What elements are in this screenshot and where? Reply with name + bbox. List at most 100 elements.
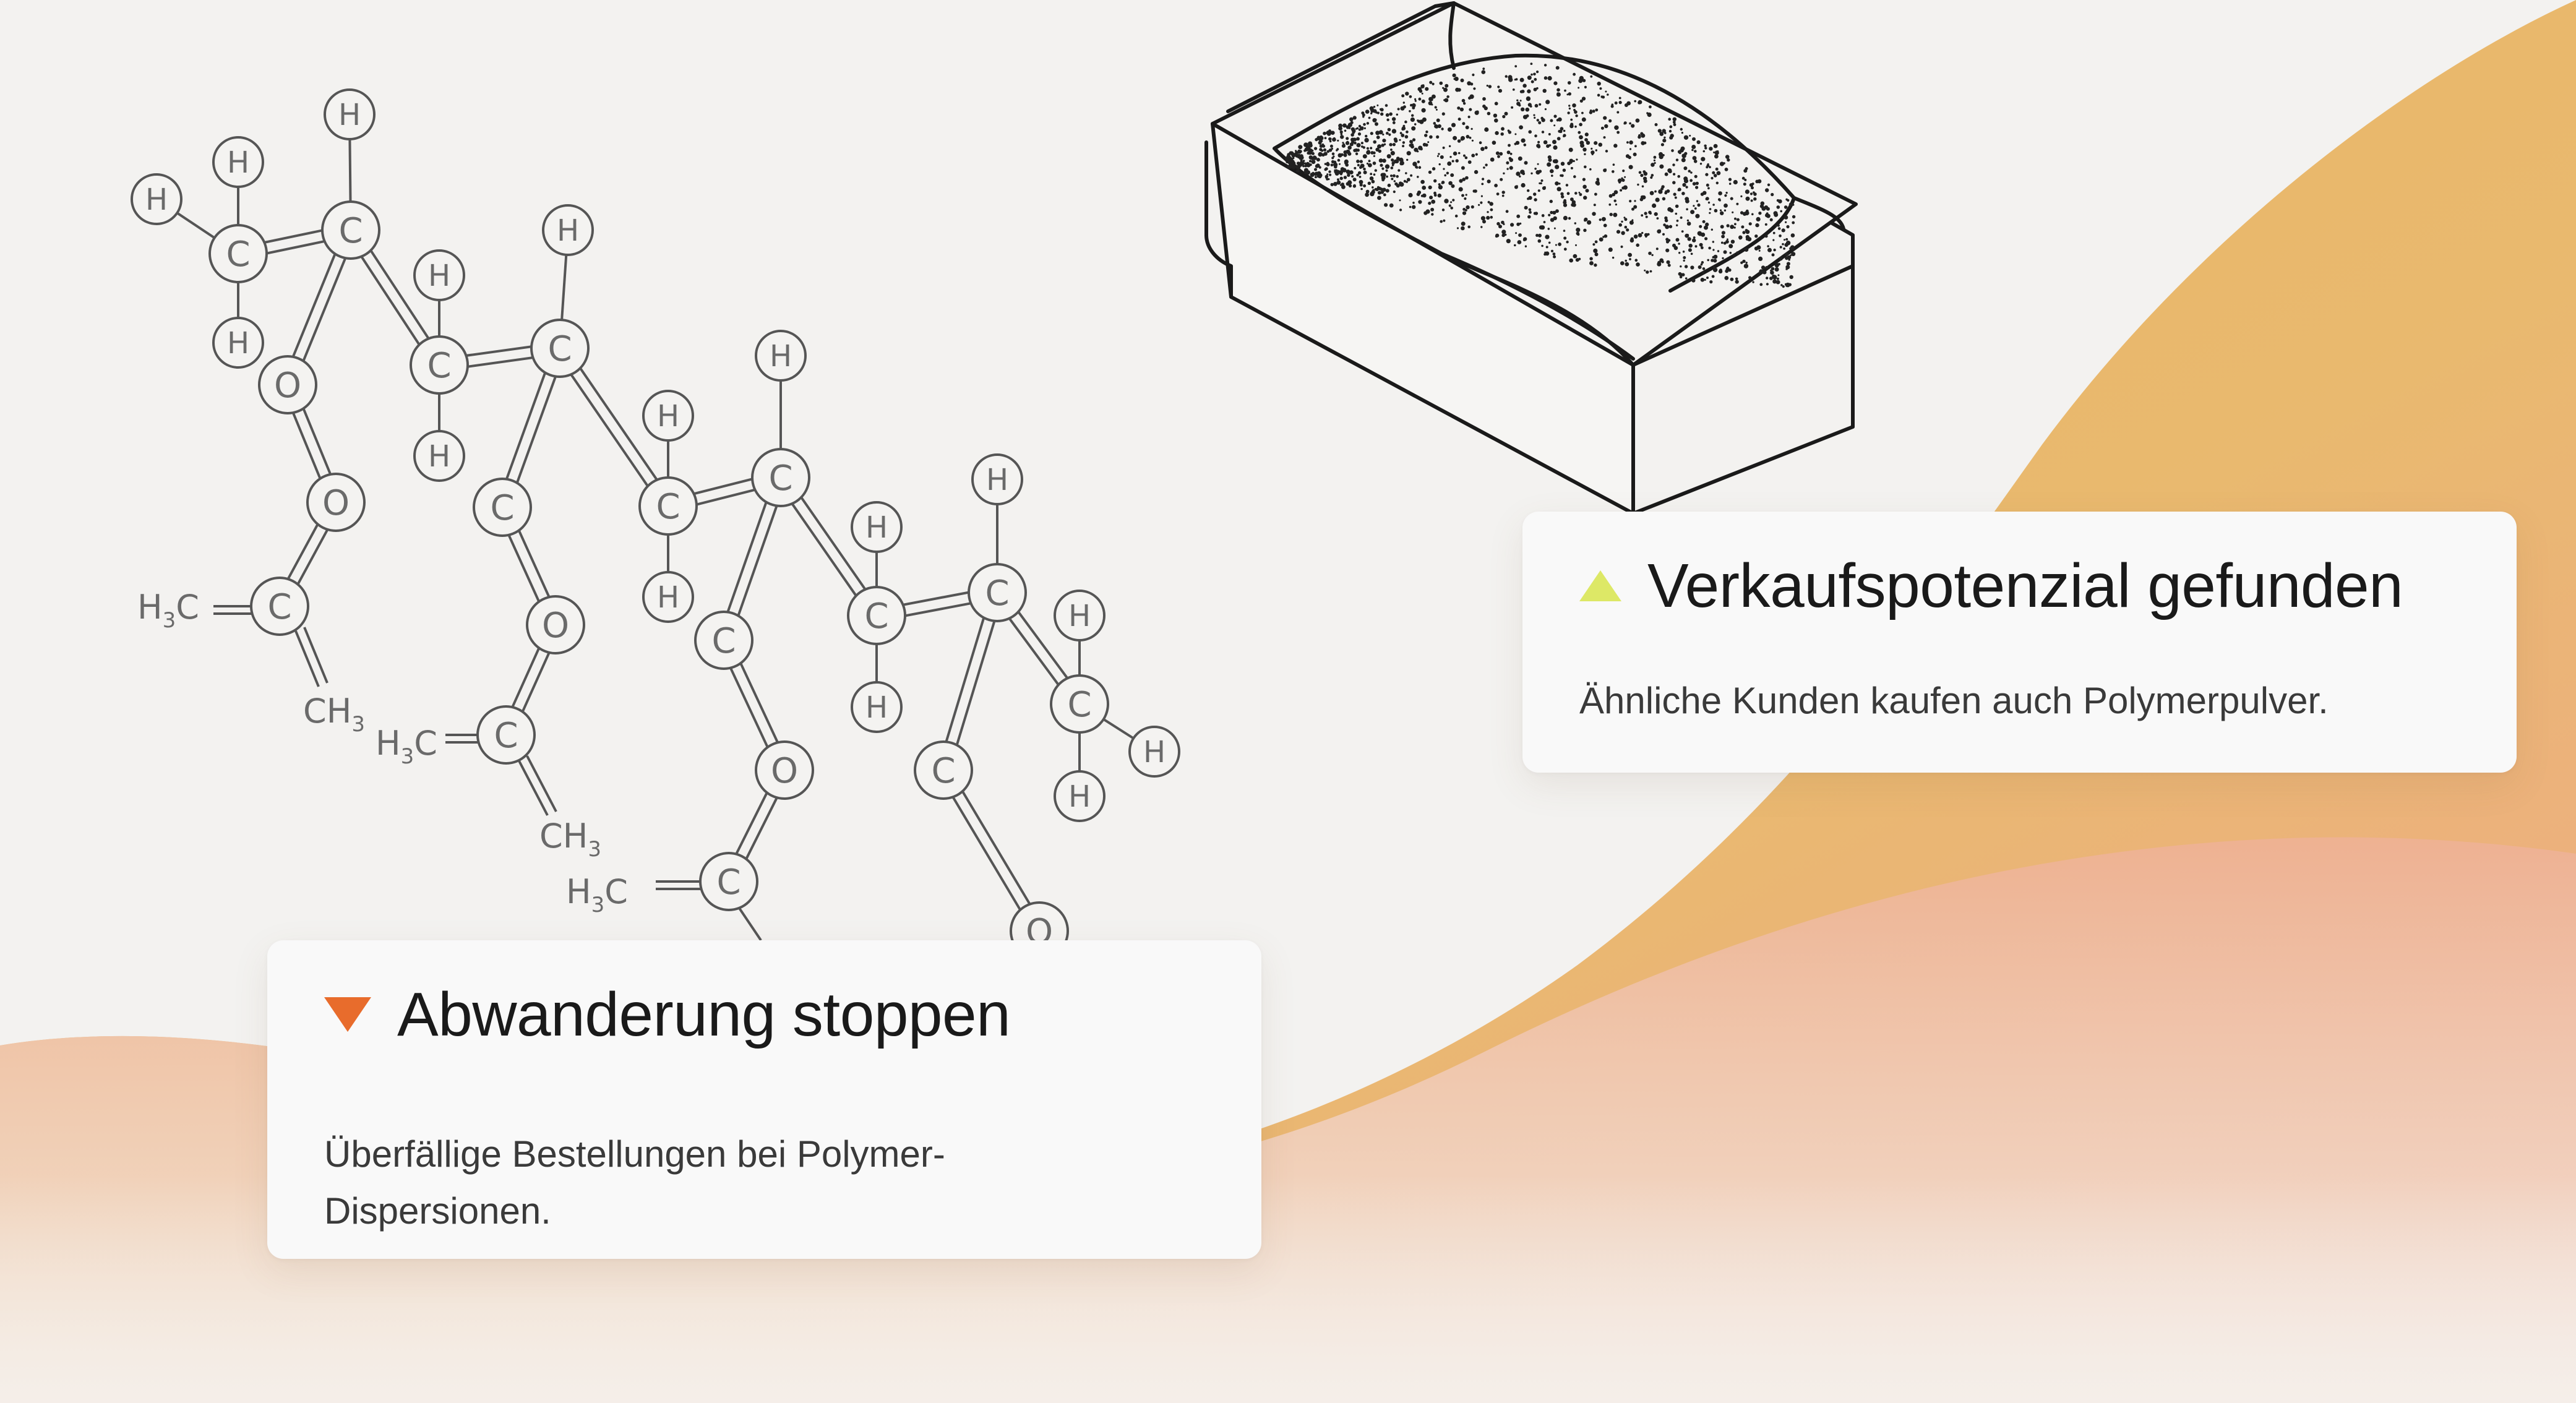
powder-speck xyxy=(1659,132,1664,136)
powder-speck xyxy=(1714,208,1718,213)
powder-speck xyxy=(1777,274,1780,277)
powder-speck xyxy=(1708,246,1711,250)
powder-speck xyxy=(1592,243,1595,246)
svg-text:H: H xyxy=(657,580,679,615)
powder-speck xyxy=(1725,239,1729,244)
powder-speck xyxy=(1363,127,1366,129)
powder-speck xyxy=(1707,187,1710,190)
powder-speck xyxy=(1285,157,1289,161)
powder-speck xyxy=(1625,259,1627,262)
powder-speck xyxy=(1370,112,1373,114)
powder-speck xyxy=(1771,192,1774,197)
powder-speck xyxy=(1356,173,1359,177)
powder-speck xyxy=(1534,212,1539,215)
powder-speck xyxy=(1684,265,1688,268)
powder-speck xyxy=(1381,178,1385,182)
powder-speck xyxy=(1598,142,1603,147)
powder-speck xyxy=(1481,182,1484,186)
powder-speck xyxy=(1770,270,1774,275)
carbon-atom: C xyxy=(638,476,698,536)
powder-speck xyxy=(1673,246,1678,251)
svg-text:C: C xyxy=(338,211,363,251)
powder-speck xyxy=(1599,218,1602,221)
powder-speck xyxy=(1456,227,1459,230)
churn-insight-card[interactable]: Abwanderung stoppen Überfällige Bestellu… xyxy=(267,940,1261,1259)
powder-speck xyxy=(1724,276,1729,280)
powder-speck xyxy=(1384,203,1388,207)
powder-speck xyxy=(1574,192,1578,195)
powder-speck xyxy=(1658,189,1661,192)
powder-speck xyxy=(1452,199,1455,202)
svg-text:H3C: H3C xyxy=(137,588,199,633)
powder-speck xyxy=(1441,127,1444,131)
powder-speck xyxy=(1702,272,1705,275)
powder-speck xyxy=(1375,187,1379,191)
powder-speck xyxy=(1698,265,1702,269)
svg-text:C: C xyxy=(768,458,792,499)
powder-speck xyxy=(1734,217,1737,220)
powder-speck xyxy=(1428,185,1432,190)
powder-speck xyxy=(1371,190,1375,194)
molecule-bond xyxy=(554,350,665,510)
powder-speck xyxy=(1380,173,1385,178)
powder-speck xyxy=(1397,169,1401,172)
powder-speck xyxy=(1719,209,1722,212)
powder-speck xyxy=(1462,122,1466,126)
powder-speck xyxy=(1590,75,1593,78)
powder-speck xyxy=(1410,174,1413,177)
powder-speck xyxy=(1462,178,1466,181)
powder-speck xyxy=(1624,225,1628,229)
powder-speck xyxy=(1359,166,1362,169)
powder-speck xyxy=(1782,285,1785,288)
powder-speck xyxy=(1428,97,1433,101)
powder-speck xyxy=(1774,262,1779,268)
powder-speck xyxy=(1784,242,1788,247)
powder-speck xyxy=(1318,166,1321,169)
powder-speck xyxy=(1631,207,1634,211)
svg-text:C: C xyxy=(547,329,572,369)
powder-speck xyxy=(1442,87,1445,89)
powder-speck xyxy=(1424,134,1428,137)
churn-card-description: Überfällige Bestellungen bei Polymer- Di… xyxy=(324,1126,1067,1240)
powder-speck xyxy=(1438,185,1443,190)
powder-speck xyxy=(1725,192,1728,194)
powder-speck xyxy=(1720,241,1724,244)
powder-speck xyxy=(1624,176,1626,178)
powder-speck xyxy=(1563,135,1565,137)
powder-speck xyxy=(1555,66,1560,70)
powder-speck xyxy=(1405,92,1409,96)
carbon-atom: C xyxy=(476,705,536,765)
powder-speck xyxy=(1358,124,1362,128)
powder-speck xyxy=(1418,200,1422,204)
powder-speck xyxy=(1585,189,1589,193)
powder-speck xyxy=(1649,105,1652,109)
powder-speck xyxy=(1503,223,1505,225)
powder-speck xyxy=(1543,221,1546,223)
powder-speck xyxy=(1621,231,1625,235)
powder-speck xyxy=(1774,212,1779,217)
powder-speck xyxy=(1375,131,1380,135)
powder-speck xyxy=(1553,114,1557,118)
powder-speck xyxy=(1620,189,1623,192)
powder-speck xyxy=(1385,169,1388,172)
hydrogen-atom: H xyxy=(642,390,694,442)
powder-speck xyxy=(1567,81,1571,85)
powder-speck xyxy=(1432,82,1435,85)
hydrogen-atom: H xyxy=(642,571,694,623)
powder-speck xyxy=(1385,104,1388,107)
powder-speck xyxy=(1432,94,1436,99)
powder-speck xyxy=(1548,213,1551,217)
powder-speck xyxy=(1683,135,1689,140)
powder-speck xyxy=(1766,213,1769,217)
powder-speck xyxy=(1616,111,1620,114)
powder-speck xyxy=(1581,97,1586,101)
powder-speck xyxy=(1555,209,1559,213)
powder-speck xyxy=(1512,88,1515,91)
upsell-insight-card[interactable]: Verkaufspotenzial gefunden Ähnliche Kund… xyxy=(1522,512,2517,773)
powder-speck xyxy=(1693,160,1698,163)
upsell-card-description: Ähnliche Kunden kaufen auch Polymerpulve… xyxy=(1579,680,2329,721)
powder-speck xyxy=(1706,166,1709,169)
methyl-group-label: H3C xyxy=(137,588,199,633)
powder-speck xyxy=(1589,168,1592,171)
powder-speck xyxy=(1681,158,1686,163)
